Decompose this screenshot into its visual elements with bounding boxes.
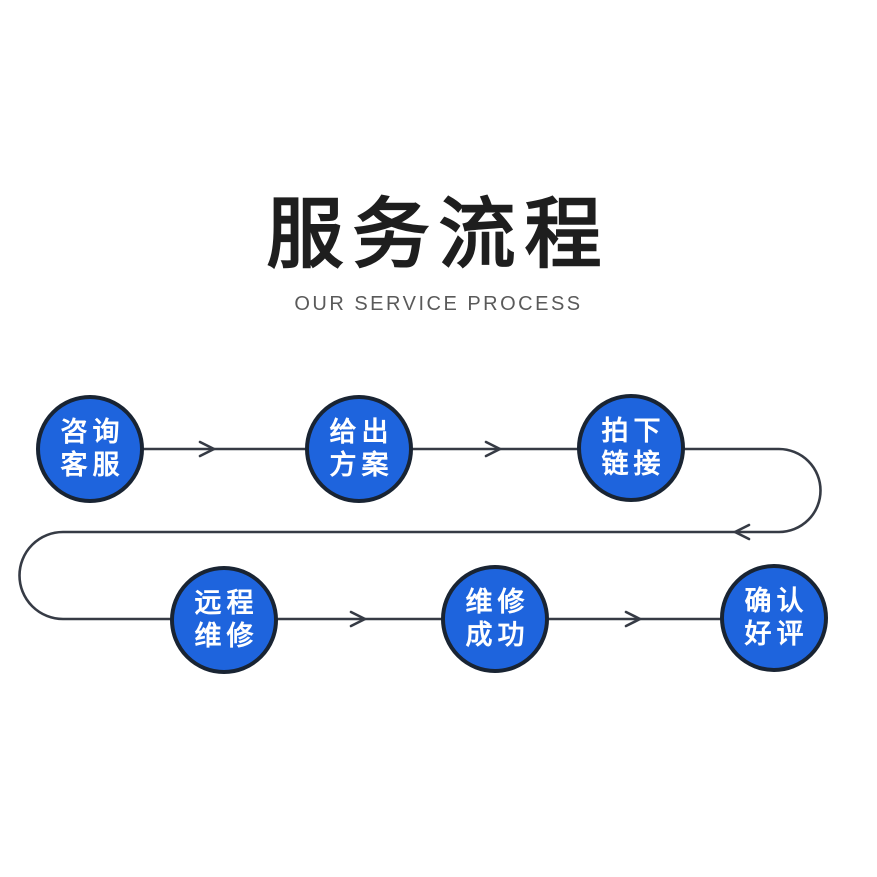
step-label-line: 好评 xyxy=(744,619,809,649)
arrow-right-icon-2 xyxy=(484,440,502,458)
step-label-line: 咨询 xyxy=(60,417,125,447)
step-circle-remote-repair: 远程 维修 xyxy=(170,566,278,674)
step-label-line: 维修 xyxy=(465,587,530,617)
arrow-left-icon-return xyxy=(733,523,751,541)
step-label-line: 链接 xyxy=(601,449,666,479)
step-circle-purchase-link: 拍下 链接 xyxy=(577,394,685,502)
step-label-line: 给出 xyxy=(329,417,394,447)
connector-path xyxy=(18,447,822,621)
step-label-line: 方案 xyxy=(329,450,394,480)
step-label-line: 成功 xyxy=(465,620,530,650)
step-circle-consult-service: 咨询 客服 xyxy=(36,395,144,503)
step-label-line: 远程 xyxy=(194,588,259,618)
step-label-line: 客服 xyxy=(60,450,125,480)
page-title: 服务流程 xyxy=(266,192,611,278)
step-label-line: 维修 xyxy=(194,621,259,651)
arrow-right-icon-3 xyxy=(349,610,367,628)
step-label-line: 确认 xyxy=(744,586,809,616)
step-label-line: 拍下 xyxy=(601,416,666,446)
step-circle-give-plan: 给出 方案 xyxy=(305,395,413,503)
step-circle-confirm-review: 确认 好评 xyxy=(720,564,828,672)
arrow-right-icon-1 xyxy=(198,440,216,458)
page-subtitle: OUR SERVICE PROCESS xyxy=(294,293,583,315)
arrow-right-icon-4 xyxy=(624,610,642,628)
step-circle-repair-success: 维修 成功 xyxy=(441,565,549,673)
